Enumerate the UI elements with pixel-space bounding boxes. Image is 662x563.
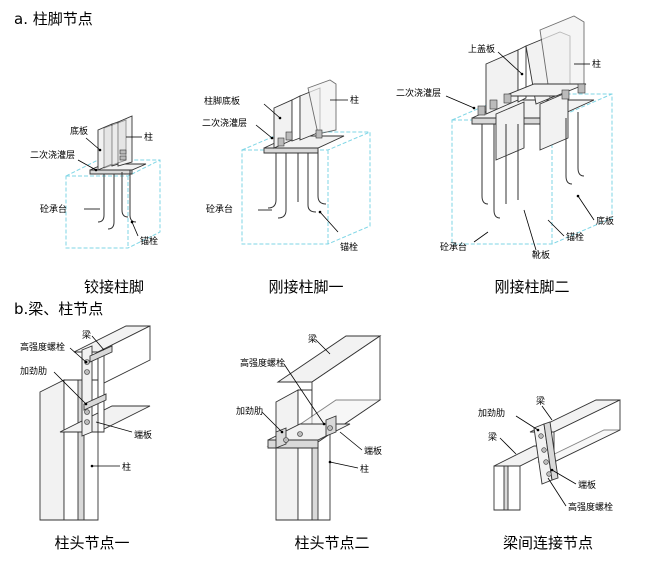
splice-beam-left-label: 梁 [488, 431, 497, 443]
hinged-base-drawing [65, 115, 161, 249]
hinged-grout-label: 二次浇灌层 [30, 149, 75, 161]
head1-stiffener-label: 加劲肋 [20, 365, 47, 377]
rigid2-top-cover-label: 上盖板 [468, 43, 495, 55]
head2-end-plate-label: 端板 [364, 445, 382, 457]
hinged-pedestal-label: 砼承台 [40, 203, 67, 215]
rigid2-column-label: 柱 [592, 58, 601, 70]
head1-beam-label: 梁 [82, 329, 91, 341]
rigid-base-2-drawing [445, 15, 613, 251]
splice-stiffener-label: 加劲肋 [478, 407, 505, 419]
splice-bolt-label: 高强度螺栓 [568, 501, 613, 513]
head2-column-label: 柱 [360, 463, 369, 475]
splice-beam-top-label: 梁 [536, 395, 545, 407]
caption-column-head-1: 柱头节点一 [54, 534, 130, 552]
head1-end-plate-label: 端板 [134, 429, 152, 441]
head2-beam-label: 梁 [308, 333, 317, 345]
beam-splice-drawing [493, 399, 621, 511]
hinged-anchor-label: 锚栓 [140, 235, 158, 247]
rigid2-boot-label: 靴板 [532, 249, 550, 261]
hinged-base-plate-label: 底板 [70, 125, 88, 137]
head2-bolt-label: 高强度螺栓 [240, 357, 285, 369]
caption-beam-splice: 梁间连接节点 [502, 534, 594, 552]
rigid-base-1-drawing [241, 79, 371, 245]
caption-column-head-2: 柱头节点二 [294, 534, 370, 552]
section-b-title: b.梁、柱节点 [14, 300, 104, 318]
caption-rigid-base-2: 刚接柱脚二 [494, 278, 570, 296]
head2-stiffener-label: 加劲肋 [236, 405, 263, 417]
caption-rigid-base-1: 刚接柱脚一 [268, 278, 344, 296]
rigid2-pedestal-label: 砼承台 [440, 241, 467, 253]
splice-end-plate-label: 端板 [578, 479, 596, 491]
rigid1-pedestal-label: 砼承台 [206, 203, 233, 215]
rigid1-anchor-label: 锚栓 [340, 241, 358, 253]
hinged-column-label: 柱 [144, 131, 153, 143]
caption-hinged-base: 铰接柱脚 [83, 278, 145, 296]
rigid1-grout-label: 二次浇灌层 [202, 117, 247, 129]
head1-bolt-label: 高强度螺栓 [20, 341, 65, 353]
rigid2-grout-label: 二次浇灌层 [396, 87, 441, 99]
rigid2-base-plate-label: 底板 [596, 215, 614, 227]
rigid1-base-plate-label: 柱脚底板 [204, 95, 240, 107]
section-a-title: a. 柱脚节点 [14, 10, 93, 28]
rigid1-column-label: 柱 [350, 94, 359, 106]
rigid2-anchor-label: 锚栓 [566, 231, 584, 243]
head1-column-label: 柱 [122, 461, 131, 473]
column-head-1-drawing [39, 325, 151, 521]
column-head-2-drawing [261, 335, 382, 521]
